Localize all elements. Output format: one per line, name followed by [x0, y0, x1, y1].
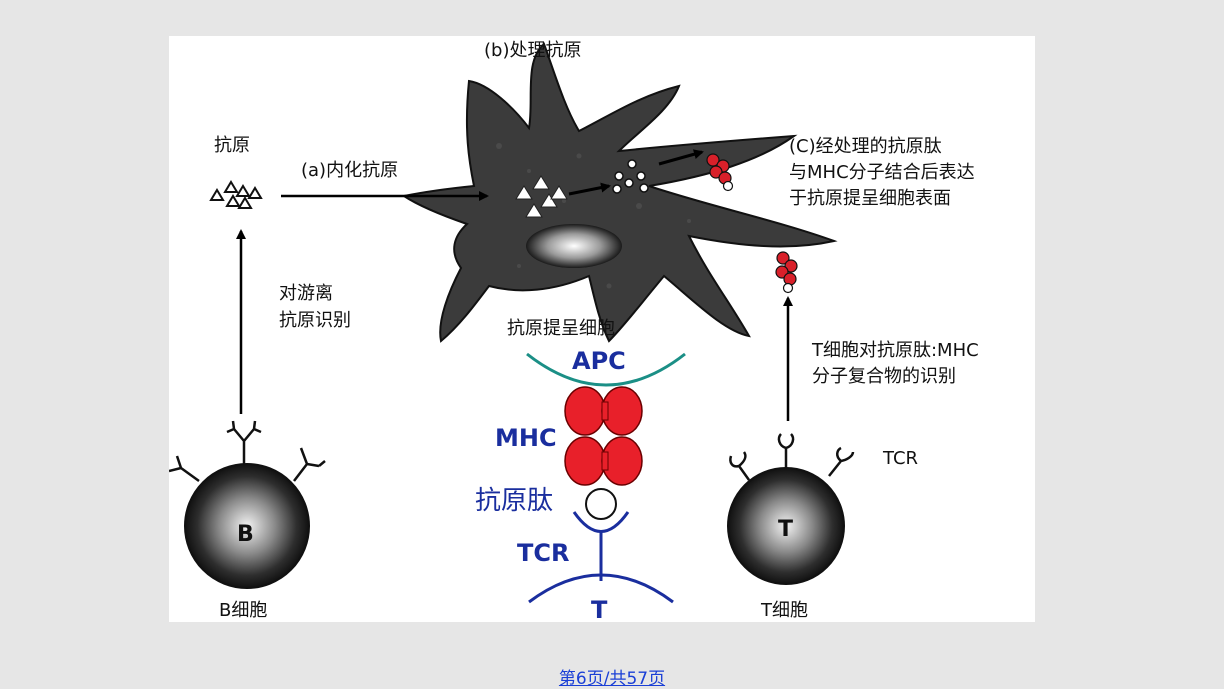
label-present-2: 与MHC分子结合后表达: [789, 162, 975, 183]
internalized-antigens: [515, 175, 568, 218]
label-t-blue: T: [591, 596, 608, 622]
label-tcr-blue: TCR: [517, 539, 569, 567]
mhc-domain-1: [564, 386, 606, 436]
label-process: (b)处理抗原: [484, 40, 581, 61]
t-cell-receptors: [729, 433, 855, 481]
antigen-presentation-diagram: 抗原 (a)内化抗原 (b)处理抗原 (C)经处理的抗原肽 与MHC分子结合后表…: [169, 40, 979, 622]
processing-arrow-2: [658, 149, 704, 166]
label-t-cell: T细胞: [760, 600, 808, 621]
label-b-letter: B: [237, 522, 254, 547]
mhc-domain-3: [564, 436, 606, 486]
surface-mhc-complex-lower: [775, 251, 798, 294]
b-cell: [169, 420, 326, 589]
apc-membrane-arc: [526, 352, 686, 387]
label-t-recog-1: T细胞对抗原肽:MHC: [811, 340, 979, 361]
apc-texture: [496, 143, 691, 289]
free-antigens: [209, 180, 263, 209]
surface-mhc-complex-upper: [706, 153, 734, 192]
label-free-recog-1: 对游离: [279, 283, 333, 304]
mhc-link-lower: [601, 451, 609, 471]
label-b-cell: B细胞: [219, 600, 267, 621]
label-present-3: 于抗原提呈细胞表面: [789, 188, 951, 209]
label-peptide: 抗原肽: [475, 486, 553, 516]
t-cell: [727, 433, 855, 585]
label-present-1: (C)经处理的抗原肽: [789, 136, 942, 157]
b-cell-receptors: [169, 420, 326, 483]
tcr-cup: [572, 511, 630, 533]
label-internalize: (a)内化抗原: [301, 160, 398, 181]
apc-mhc-tcr-schematic: [526, 352, 686, 604]
mhc-link-upper: [601, 401, 609, 421]
label-t-recog-2: 分子复合物的识别: [812, 366, 956, 387]
label-antigen: 抗原: [214, 135, 250, 156]
label-t-letter: T: [778, 517, 793, 542]
page-indicator[interactable]: 第6页/共57页: [558, 669, 666, 689]
t-membrane-arc: [528, 573, 674, 604]
label-apc-cn: 抗原提呈细胞: [507, 318, 615, 339]
apc-nucleus: [526, 224, 622, 268]
label-tcr-right: TCR: [882, 448, 918, 469]
processed-fragments: [612, 159, 649, 194]
label-free-recog-2: 抗原识别: [279, 310, 351, 331]
peptide-circle: [585, 488, 617, 520]
slide-panel: 抗原 (a)内化抗原 (b)处理抗原 (C)经处理的抗原肽 与MHC分子结合后表…: [169, 36, 1035, 622]
label-mhc: MHC: [495, 424, 557, 452]
processing-arrow-1: [568, 182, 611, 196]
label-apc: APC: [572, 347, 626, 375]
